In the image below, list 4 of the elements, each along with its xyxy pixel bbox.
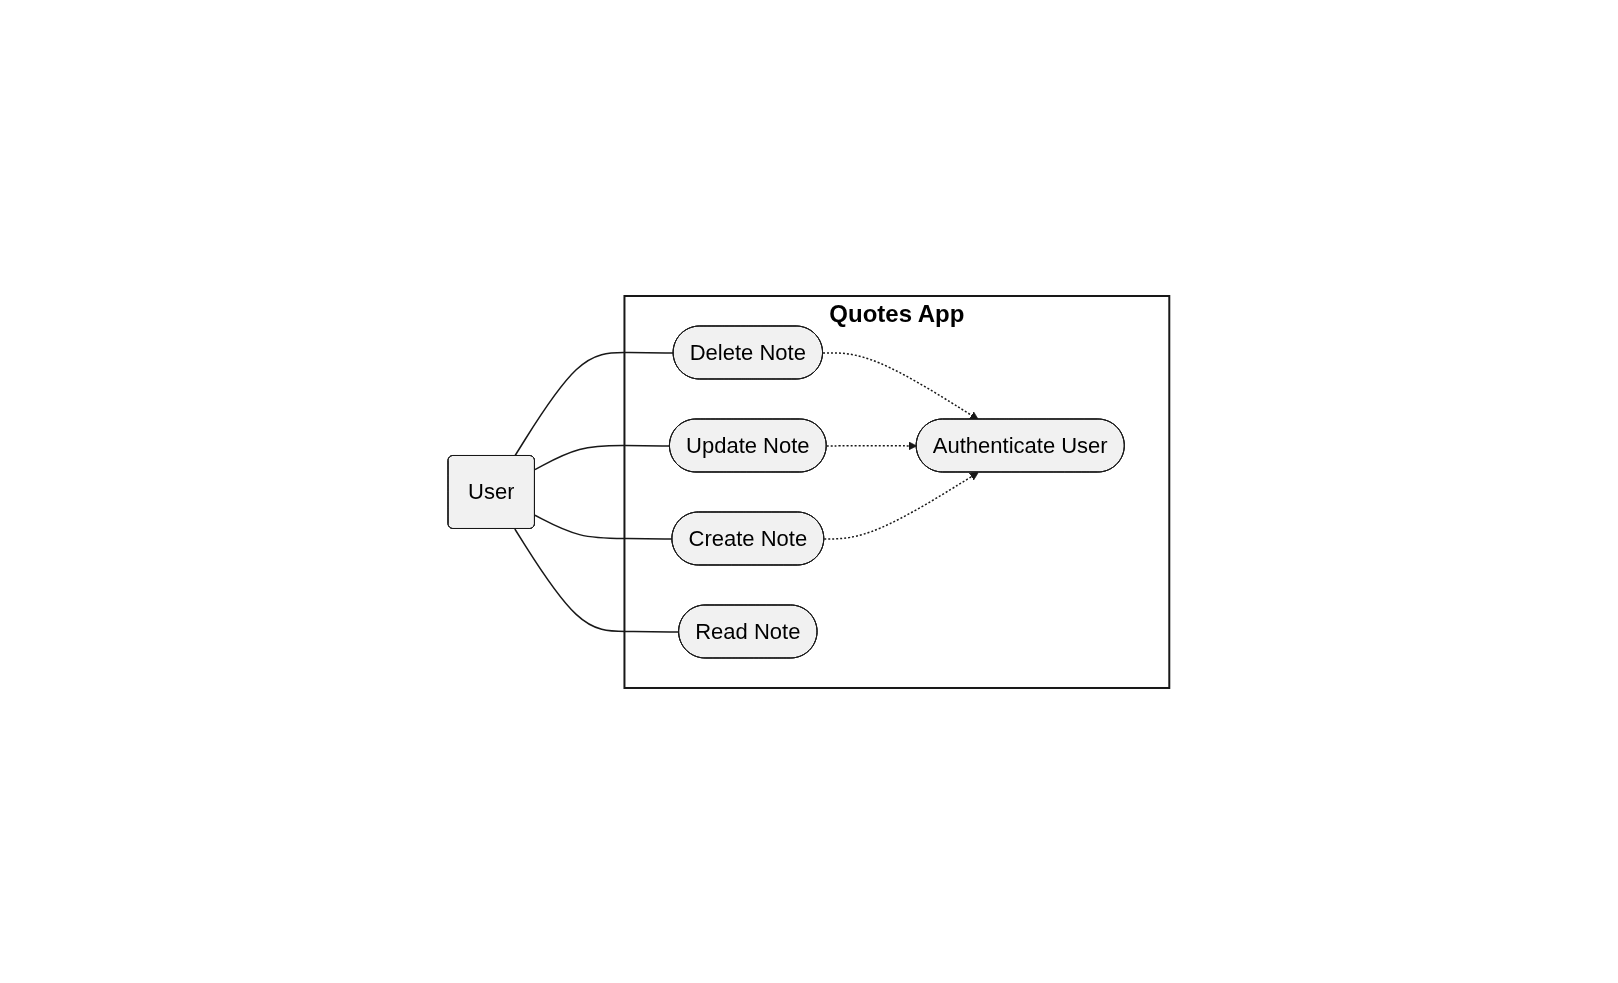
connector [534, 514, 674, 540]
arrow [826, 441, 918, 450]
arrow [823, 471, 979, 540]
arrow [822, 351, 979, 420]
